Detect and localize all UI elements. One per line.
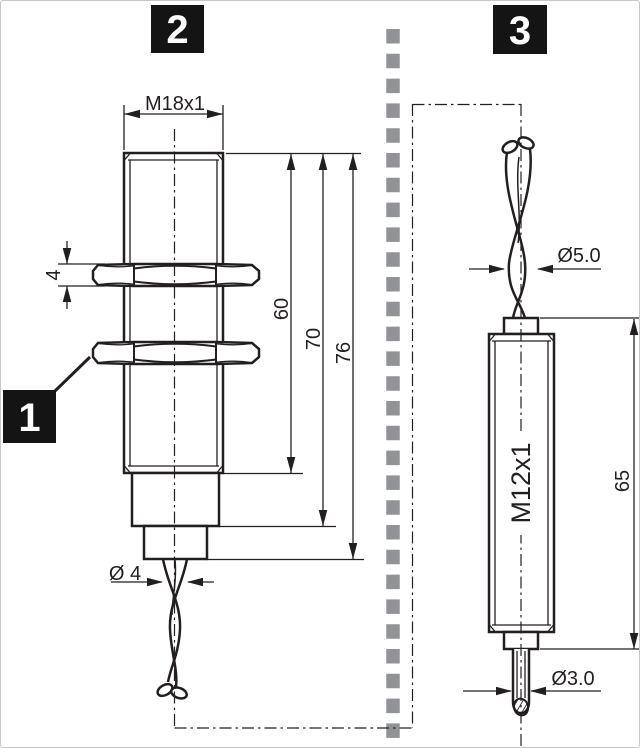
dim-label-diam5: Ø5.0 [557,245,600,267]
arrowhead [348,543,358,559]
connection-chain-lines [174,103,521,729]
arrowhead [286,457,296,473]
barrel-corner-chamfer [489,334,496,342]
thread-label-halo [505,431,535,535]
arrowhead [496,686,512,696]
cable-wire-end [501,139,519,155]
nut-chamfer-arc [133,342,217,348]
dim-probe-diameter: Ø3.0 [463,668,601,696]
arrowhead [489,264,505,274]
nut-chamfer-arc [216,342,252,346]
sensor3-view: M12x1 Ø5.0 65 Ø3.0 [463,104,639,746]
callout-1-leader-line [53,355,92,393]
callout-1: 1 [3,355,92,443]
dim-label-65: 65 [612,470,634,492]
nut-chamfer-arc [216,264,252,268]
dim-label-diam3: Ø3.0 [551,668,594,690]
cable-wire [168,558,189,688]
barrel-corner-chamfer [124,465,131,473]
arrowhead [62,248,72,264]
callout-3: 3 [493,5,547,54]
dim-label-60: 60 [271,298,293,320]
arrowhead [124,109,140,119]
callout-3-box [493,5,547,54]
dim-label-4: 4 [43,269,65,280]
arrowhead [318,510,328,526]
barrel-corner-chamfer [216,465,223,473]
callout-2: 2 [151,5,204,53]
nut-chamfer-arc [216,282,252,286]
barrel-outline [122,151,225,475]
nut-chamfer-arc [98,264,134,268]
dim-label-76: 76 [333,342,355,364]
callout-1-box [3,390,56,443]
sensor3-cable [501,136,535,319]
callout-2-box [151,5,204,53]
hex-nut-lower [91,340,261,366]
cable-wire-end [170,686,188,700]
nut-chamfer-arc [98,360,134,364]
arrowhead [537,264,553,274]
hex-nut-upper [91,262,261,288]
dim-label-diam4: Ø 4 [109,563,141,585]
dim-label-m18x1: M18x1 [145,93,205,115]
barrel-corner-chamfer [547,624,554,632]
barrel-corner-chamfer [216,153,223,161]
arrowhead [187,577,203,587]
cable-wire-end [517,136,535,150]
dim-nut-height: 4 [43,241,105,309]
dim-label-m12x1: M12x1 [506,442,536,523]
dim-m18x1: M18x1 [123,93,224,150]
nut-chamfer-arc [216,360,252,364]
arrowhead [62,286,72,302]
callout-2-number: 2 [166,8,188,52]
sensor3-probe [511,649,531,717]
arrowhead [629,319,639,335]
dim-lengths: 60 70 76 [207,152,364,561]
dim-label-70: 70 [303,328,325,350]
dim-cable-diameter-2: Ø 4 [109,563,214,587]
arrowhead [629,633,639,649]
sensor2-body [130,471,221,528]
barrel-corner-chamfer [547,334,554,342]
arrowhead [530,686,546,696]
callout-1-number: 1 [18,396,40,440]
barrel-corner-chamfer [489,624,496,632]
cable-seam [516,156,521,244]
dim-length-65: 65 [540,317,639,650]
sensor2-cable-gland [142,524,209,561]
nut-chamfer-arc [98,342,134,346]
arrowhead [348,154,358,170]
nut-chamfer-arc [133,280,217,286]
arrowhead [207,109,223,119]
cable-wire [507,148,532,319]
callout-3-number: 3 [509,9,531,53]
dim-cable-diameter-3: Ø5.0 [469,245,601,274]
sensor2-view: M18x1 4 60 70 [43,93,364,728]
arrowhead [286,154,296,170]
arrowhead [318,154,328,170]
nut-chamfer-arc [98,282,134,286]
cable-wire-end [156,682,174,698]
barrel-corner-chamfer [124,153,131,161]
sensor2-barrel [122,151,225,475]
sensor2-cable [156,558,189,700]
arrowhead [147,577,163,587]
cable-wire [161,558,182,683]
